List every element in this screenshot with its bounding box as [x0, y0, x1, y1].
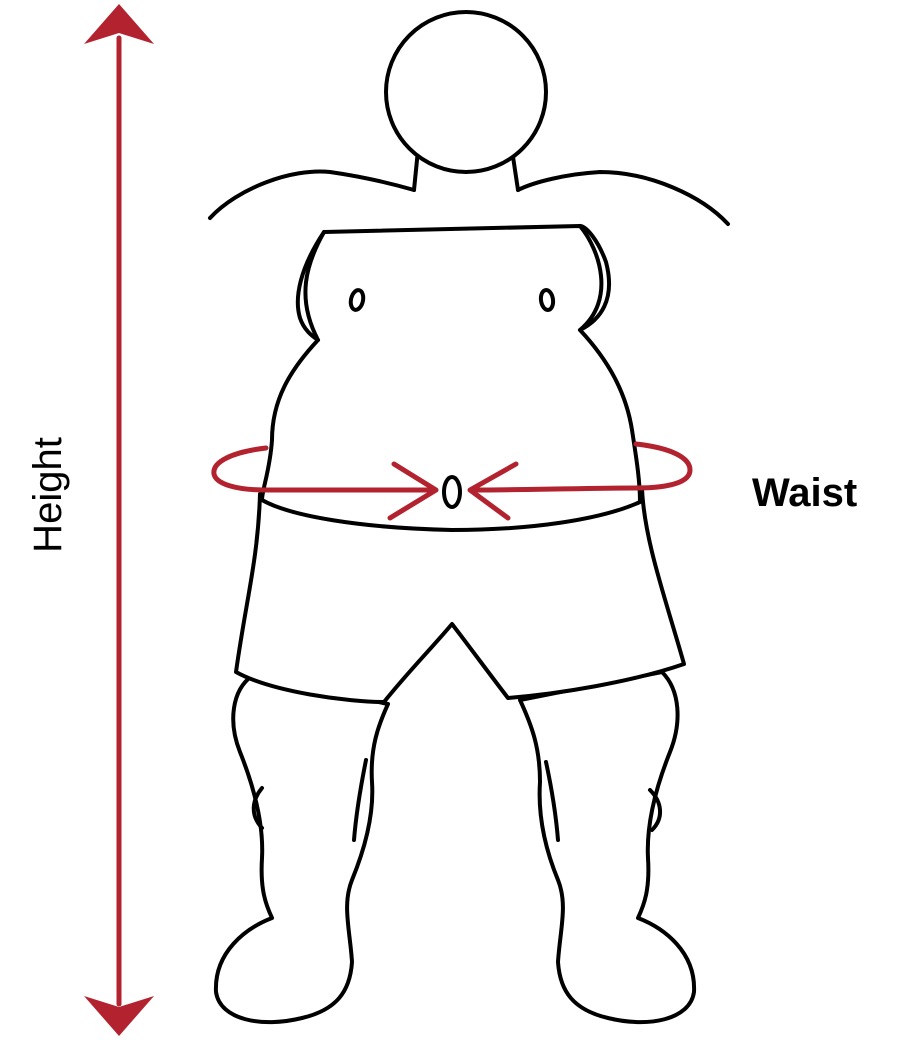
- left-shoulder: [210, 171, 414, 218]
- height-label: Height: [26, 437, 70, 553]
- height-arrow-icon: [84, 4, 154, 1036]
- right-leg: [520, 672, 694, 1022]
- left-leg: [216, 676, 388, 1022]
- waist-label: Waist: [752, 471, 857, 515]
- head: [386, 12, 546, 172]
- human-figure-icon: [210, 12, 728, 1022]
- right-shoulder: [518, 172, 728, 224]
- torso: [262, 226, 640, 530]
